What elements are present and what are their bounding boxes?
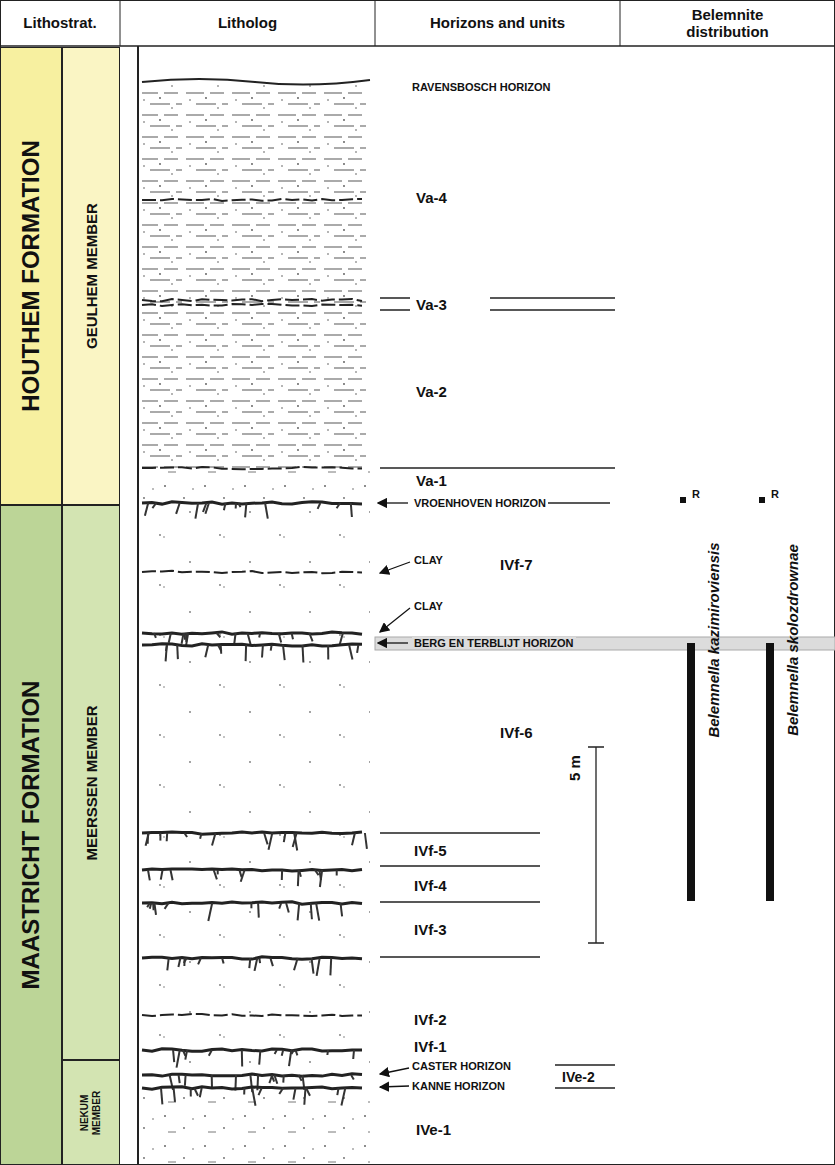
unit-label: IVf-5	[414, 842, 447, 859]
scale-label: 5 m	[566, 755, 583, 781]
horizon-name: KANNE HORIZON	[412, 1080, 505, 1093]
unit-label: IVf-2	[414, 1011, 447, 1028]
member-band: MEERSSEN MEMBER	[62, 505, 120, 1060]
member-band: NEKUM MEMBER	[62, 1060, 120, 1165]
unit-name: HOUTHEM FORMATION	[17, 140, 45, 412]
unit-label: IVe-1	[416, 1121, 451, 1138]
horizon-name: RAVENSBOSCH HORIZON	[412, 81, 551, 94]
unit-label: Va-2	[416, 383, 447, 400]
range-mark: R	[771, 488, 779, 501]
unit-name: GEULHEM MEMBER	[83, 203, 100, 349]
formation-band: HOUTHEM FORMATION	[0, 47, 62, 505]
clay-label: CLAY	[414, 600, 443, 613]
unit-name: MAASTRICHT FORMATION	[17, 681, 45, 990]
unit-label: IVe-2	[562, 1069, 595, 1085]
species-name: Belemnella kazimiroviensis	[705, 542, 722, 737]
column-header: Litholog	[120, 14, 375, 31]
unit-label: IVf-7	[500, 556, 533, 573]
member-band: GEULHEM MEMBER	[62, 47, 120, 505]
range-mark: R	[692, 488, 700, 501]
unit-label: Va-3	[416, 296, 447, 313]
unit-label: Va-1	[416, 472, 447, 489]
column-header: Lithostrat.	[0, 14, 120, 31]
horizon-name: VROENHOVEN HORIZON	[412, 497, 548, 510]
column-header: Belemnite distribution	[620, 6, 835, 41]
unit-name: MEERSSEN MEMBER	[83, 705, 100, 860]
horizon-name: CASTER HORIZON	[412, 1060, 511, 1073]
unit-label: IVf-3	[414, 921, 447, 938]
unit-label: IVf-1	[414, 1038, 447, 1055]
formation-band: MAASTRICHT FORMATION	[0, 505, 62, 1165]
unit-label: IVf-6	[500, 724, 533, 741]
column-header: Horizons and units	[375, 14, 620, 31]
unit-label: IVf-4	[414, 877, 447, 894]
horizon-name: BERG EN TERBLIJT HORIZON	[412, 637, 576, 650]
clay-label: CLAY	[414, 554, 443, 567]
species-name: Belemnella skolozdrownae	[784, 544, 801, 736]
unit-label: Va-4	[416, 189, 447, 206]
unit-name: NEKUM MEMBER	[79, 1082, 103, 1144]
